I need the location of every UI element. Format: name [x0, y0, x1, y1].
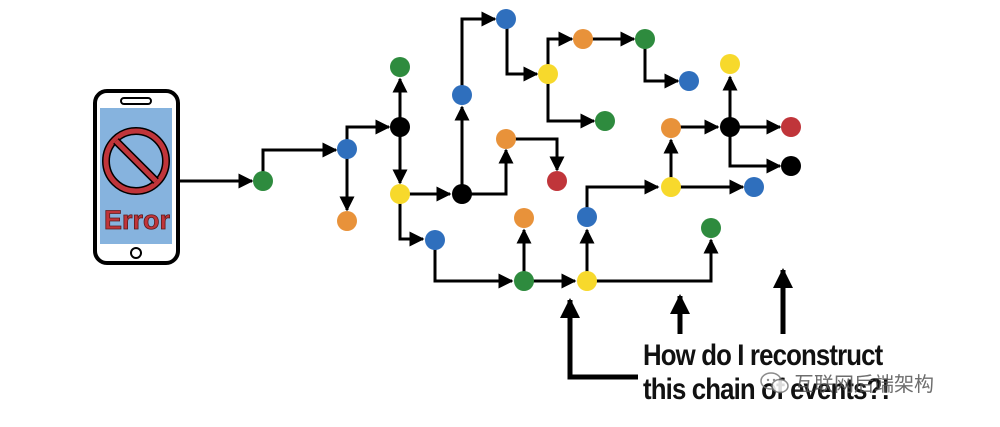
event-node: [577, 207, 597, 227]
event-node: [547, 171, 567, 191]
edge: [462, 148, 514, 196]
edge: [433, 240, 514, 289]
phone-speaker: [120, 97, 152, 105]
event-node: [337, 211, 357, 231]
edge: [587, 238, 719, 283]
event-node: [496, 9, 516, 29]
event-node: [337, 139, 357, 159]
event-node: [720, 117, 740, 137]
event-node: [452, 184, 472, 204]
edge: [460, 11, 497, 95]
event-node: [390, 117, 410, 137]
edge: [398, 194, 425, 247]
edge: [506, 137, 565, 172]
event-nodes: [253, 9, 801, 291]
event-node: [679, 71, 699, 91]
watermark: 互联网后端架构: [760, 368, 934, 397]
event-node: [781, 117, 801, 137]
event-node: [635, 29, 655, 49]
phone: Error: [93, 89, 180, 265]
event-node: [253, 171, 273, 191]
edge: [546, 74, 596, 129]
caption-line-1: How do I reconstruct: [643, 339, 883, 372]
event-node: [538, 64, 558, 84]
edge: [643, 39, 680, 89]
event-node: [661, 177, 681, 197]
watermark-text: 互联网后端架构: [794, 372, 934, 396]
event-node: [496, 129, 516, 149]
event-node: [577, 271, 597, 291]
error-label: Error: [104, 205, 171, 235]
pointer-arrow-left: [560, 298, 638, 380]
event-node: [390, 57, 410, 77]
event-node: [661, 118, 681, 138]
event-node: [595, 111, 615, 131]
event-node: [781, 156, 801, 176]
connectors: [178, 11, 782, 289]
event-node: [744, 177, 764, 197]
edge: [261, 142, 338, 181]
edge: [585, 179, 660, 217]
event-node: [720, 54, 740, 74]
no-entry-icon: [102, 127, 170, 195]
event-node: [425, 230, 445, 250]
pointer-arrows: [560, 268, 793, 380]
event-node: [701, 218, 721, 238]
wechat-icon: [760, 371, 789, 393]
phone-home-button: [130, 247, 142, 259]
caption-line-2: this chain of events?!: [643, 373, 890, 406]
event-node: [514, 271, 534, 291]
event-node: [452, 85, 472, 105]
event-node: [390, 184, 410, 204]
edge: [728, 127, 782, 174]
event-node: [573, 29, 593, 49]
event-node: [514, 208, 534, 228]
edge: [505, 19, 539, 82]
edge: [546, 31, 574, 74]
